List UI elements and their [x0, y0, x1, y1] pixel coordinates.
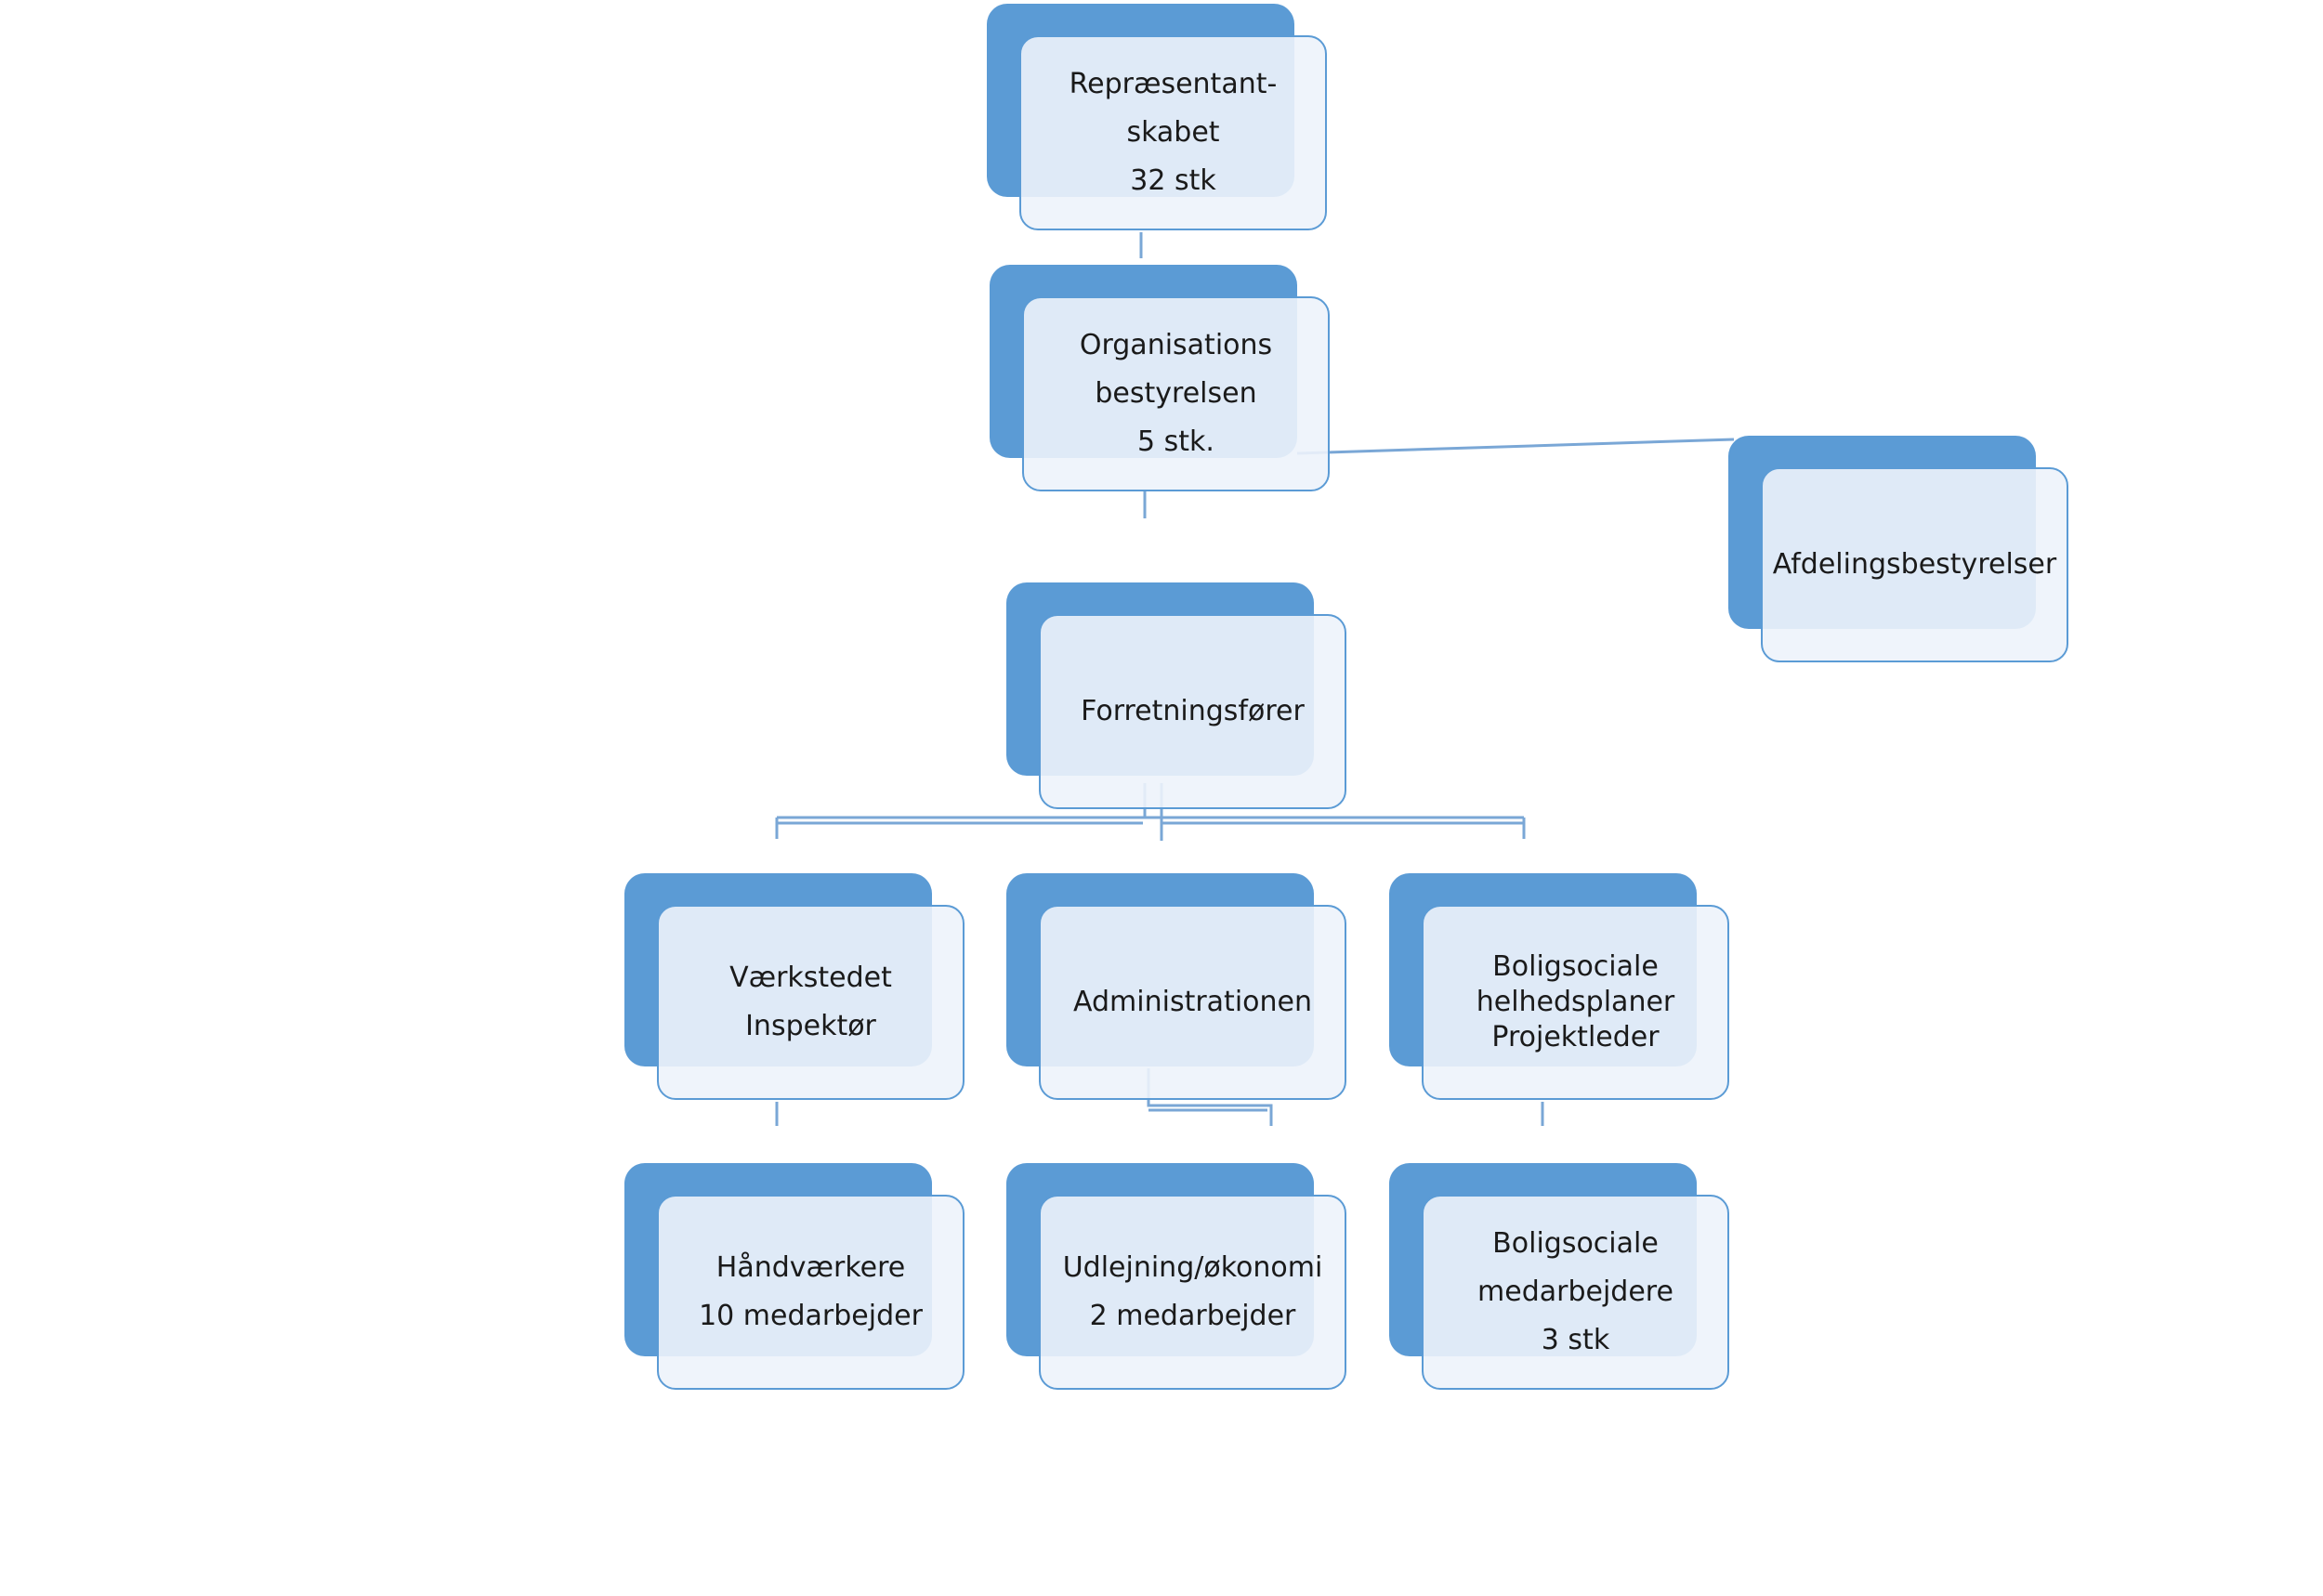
node-card: Afdelingsbestyrelser [1761, 467, 2068, 662]
node-card: Administrationen [1039, 905, 1346, 1100]
node-text: Projektleder [1491, 1021, 1660, 1053]
node-card: Boligsociale medarbejdere 3 stk [1422, 1195, 1729, 1390]
node-card: Organisations bestyrelsen 5 stk. [1022, 296, 1330, 491]
node-text: medarbejdere [1477, 1275, 1673, 1308]
node-text: Organisations [1079, 329, 1273, 361]
node-text: Udlejning/økonomi [1062, 1251, 1323, 1284]
node-text: 3 stk [1541, 1324, 1610, 1356]
node-text: 2 medarbejder [1089, 1300, 1296, 1332]
node-card: Værkstedet Inspektør [657, 905, 965, 1100]
node-text: Repræsentant- [1069, 68, 1278, 100]
node-card: Repræsentant- skabet 32 stk [1019, 35, 1327, 230]
node-text: Administrationen [1073, 986, 1312, 1018]
node-text: Værkstedet [729, 962, 892, 994]
connector-organisation-afdelingsbestyrelser [1296, 438, 1735, 455]
node-text: Inspektør [745, 1010, 876, 1042]
node-text: 5 stk. [1137, 425, 1214, 458]
node-text: 32 stk [1130, 164, 1216, 197]
node-text: Boligsociale [1492, 950, 1659, 983]
node-card: Forretningsfører [1039, 614, 1346, 809]
node-card: Håndværkere 10 medarbejder [657, 1195, 965, 1390]
node-text: Forretningsfører [1081, 695, 1305, 727]
node-text: bestyrelsen [1095, 377, 1257, 410]
node-text: skabet [1126, 116, 1220, 149]
node-text: 10 medarbejder [699, 1300, 923, 1332]
node-text: helhedsplaner [1476, 986, 1675, 1018]
node-card: Boligsociale helhedsplaner Projektleder [1422, 905, 1729, 1100]
node-card: Udlejning/økonomi 2 medarbejder [1039, 1195, 1346, 1390]
node-text: Boligsociale [1492, 1227, 1659, 1260]
node-text: Håndværkere [715, 1251, 906, 1284]
node-text: Afdelingsbestyrelser [1772, 548, 2057, 581]
